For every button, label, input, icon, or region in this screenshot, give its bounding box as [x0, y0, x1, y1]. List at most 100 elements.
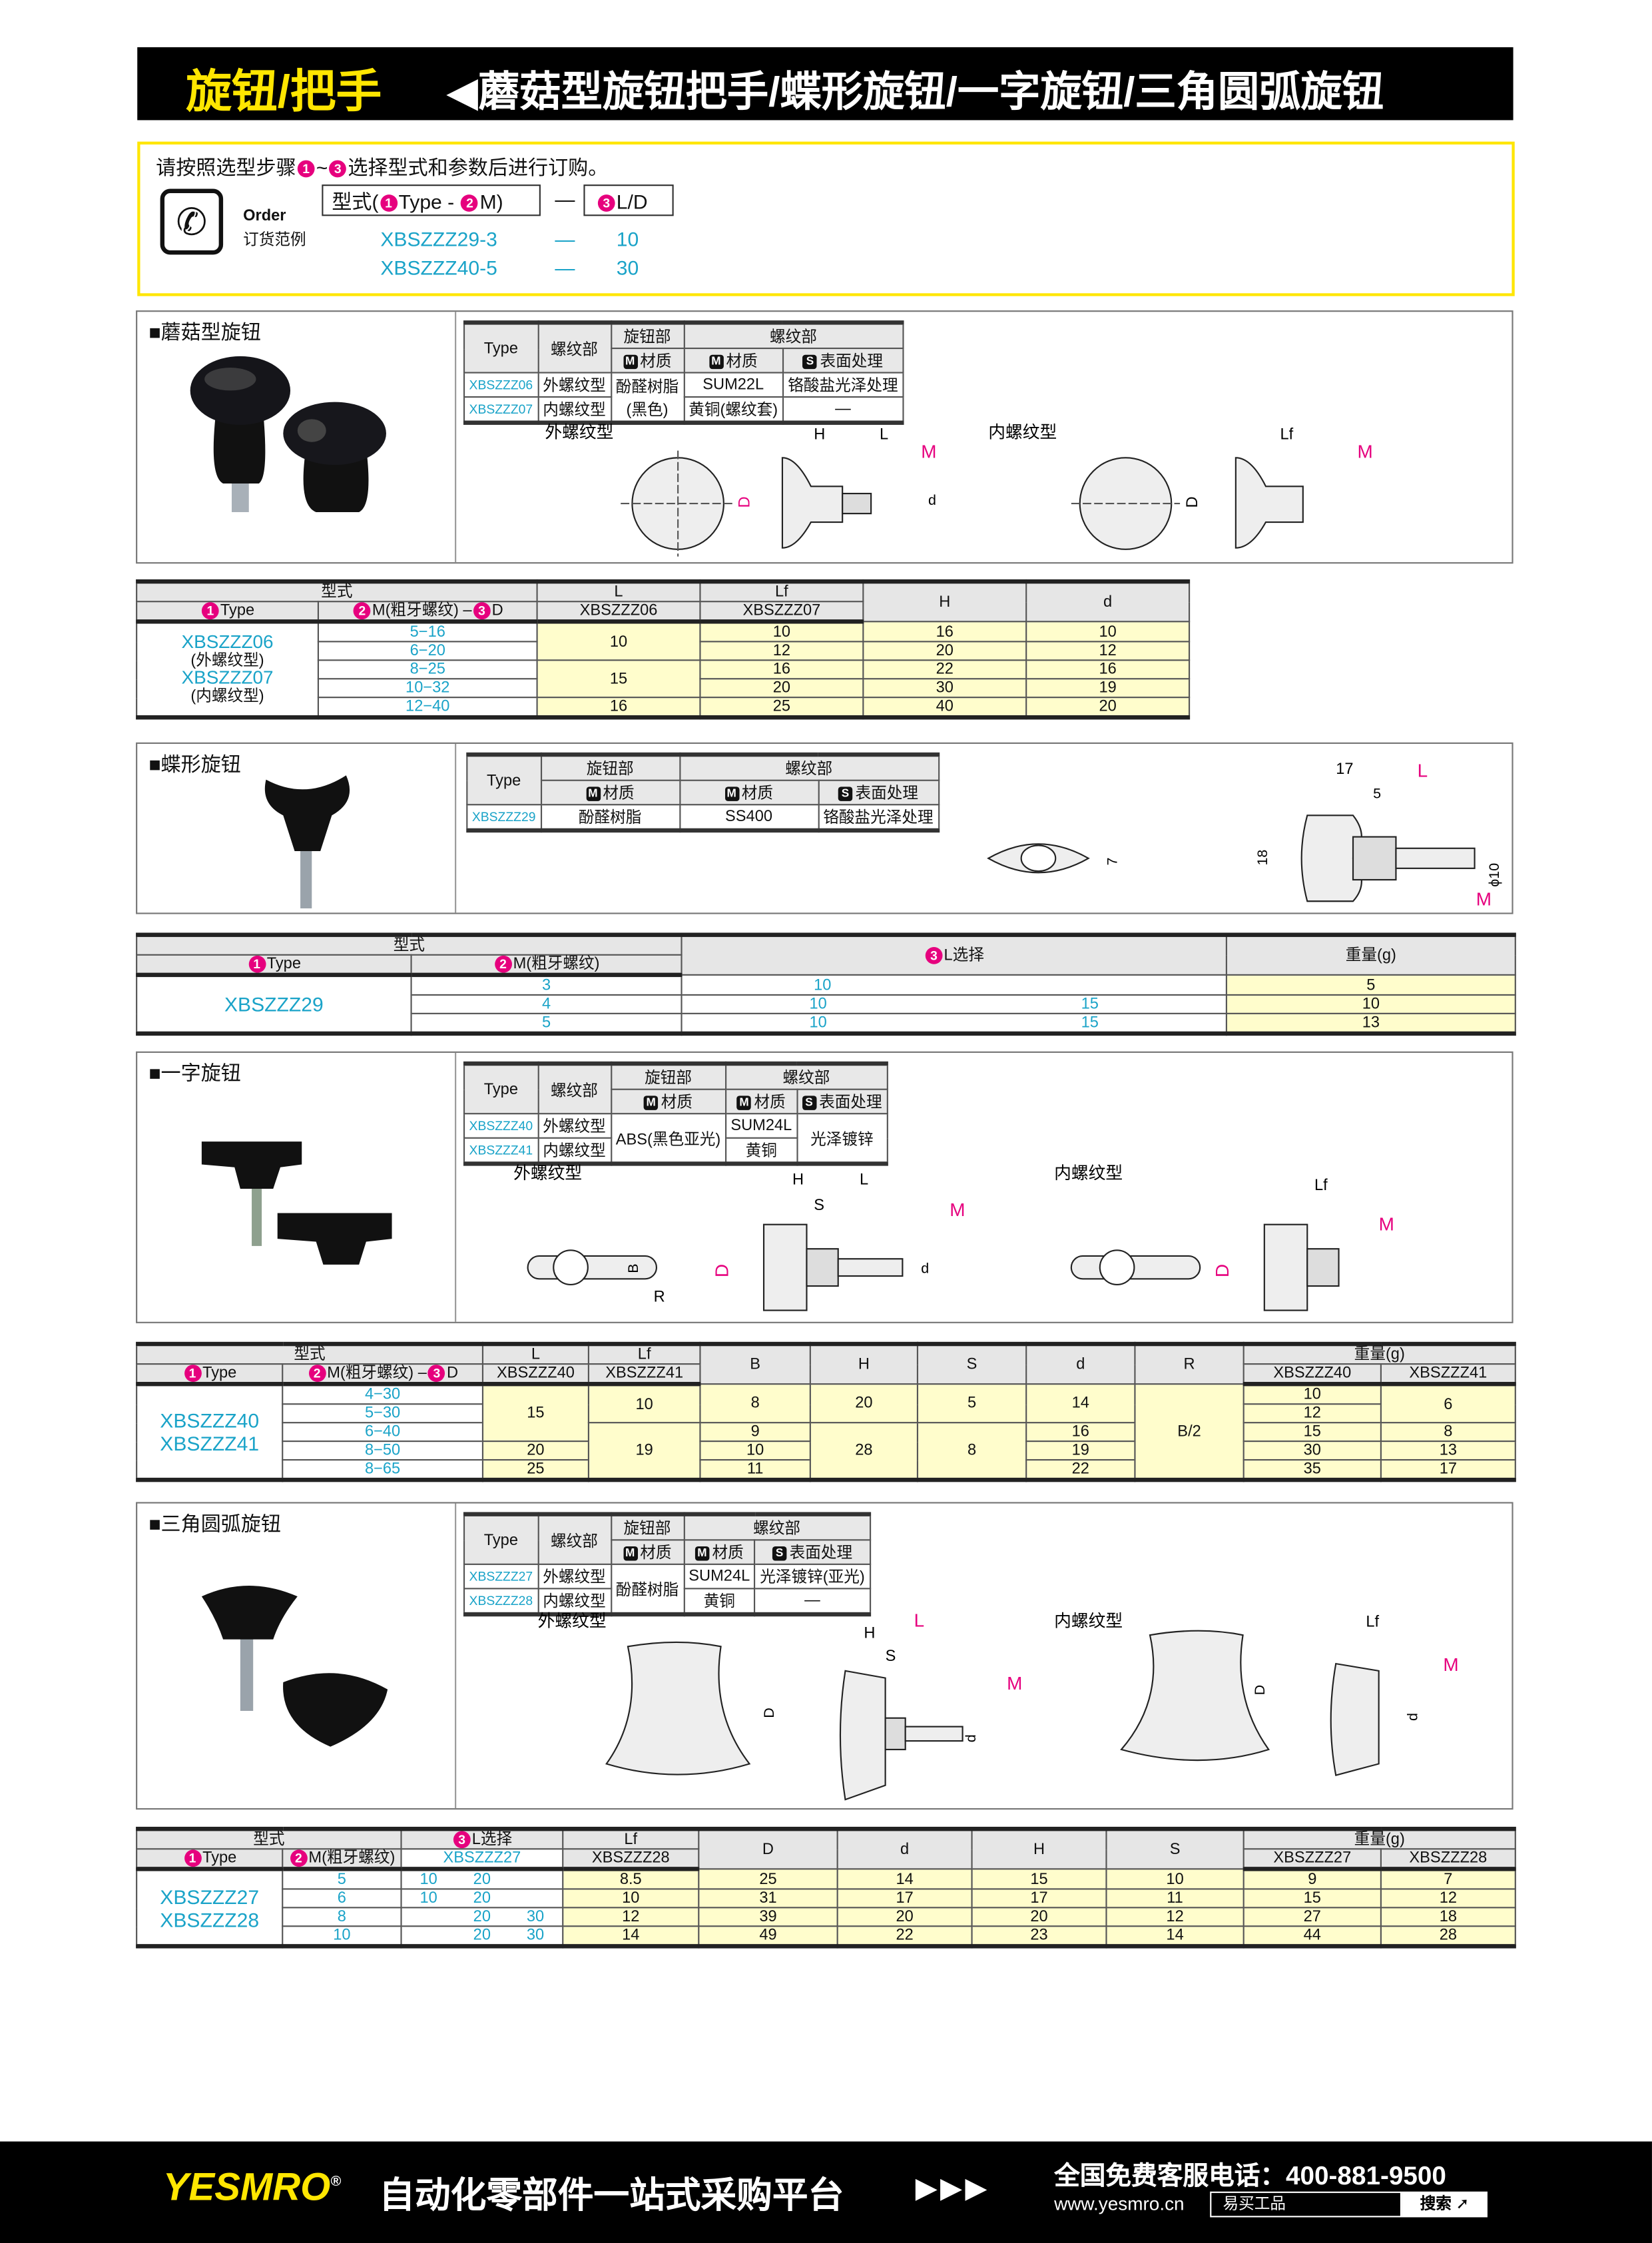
- Lf-cell: 10: [699, 621, 864, 643]
- text: M(粗牙螺纹): [308, 1849, 396, 1867]
- dim-B: B: [625, 1263, 641, 1273]
- S-cell: 8: [916, 1422, 1027, 1481]
- S-cell: 14: [1105, 1925, 1244, 1947]
- B-cell: 11: [699, 1459, 811, 1481]
- format-dash: —: [555, 187, 575, 210]
- header-d: d: [1025, 1343, 1136, 1385]
- header-model: 型式: [136, 1828, 402, 1850]
- website-link[interactable]: www.yesmro.cn: [1054, 2192, 1185, 2215]
- w2-cell: 12: [1380, 1888, 1516, 1909]
- text: 材质: [640, 1544, 672, 1562]
- d-cell: 16: [1025, 1422, 1136, 1442]
- w1-cell: 15: [1242, 1888, 1382, 1909]
- Lf-cell: 10: [587, 1383, 701, 1424]
- format-text: M): [479, 190, 503, 214]
- registered-mark: ®: [330, 2174, 342, 2190]
- dim-height: 18: [1254, 850, 1270, 866]
- section-title: ■一字旋钮: [148, 1061, 241, 1085]
- dim-S: S: [814, 1197, 824, 1214]
- search-button[interactable]: 搜索 ➚: [1402, 2191, 1488, 2218]
- dim-H: H: [792, 1171, 804, 1189]
- surface-icon: S: [802, 1096, 816, 1111]
- text: Type: [202, 1849, 237, 1867]
- section-title: ■蘑菇型旋钮: [148, 320, 261, 344]
- weight-cell: 35: [1242, 1459, 1382, 1481]
- external-thread-label: 外螺纹型: [513, 1163, 582, 1183]
- header-weight-sub: XBSZZZ40: [1242, 1363, 1382, 1387]
- type-cell: XBSZZZ29: [136, 974, 412, 1035]
- dim-R: R: [654, 1289, 665, 1306]
- footer-banner: YESMRO® 自动化零部件一站式采购平台 ▶▶▶ 全国免费客服电话：400-8…: [0, 2141, 1652, 2243]
- internal-thread-label: 内螺纹型: [1054, 1163, 1123, 1183]
- header-model: 型式: [136, 581, 538, 603]
- D-cell: 25: [698, 1868, 838, 1890]
- S-cell: 10: [1105, 1868, 1244, 1890]
- text: 材质: [754, 1094, 786, 1112]
- thread-material-cell: SS400: [679, 804, 819, 831]
- text: L选择: [944, 946, 984, 964]
- header-weight: 重量(g): [1225, 934, 1516, 976]
- wing-drawing: 外螺纹型 B R D H L S M d 内螺纹型 D Lf M: [513, 1163, 1394, 1311]
- surface-cell: —: [754, 1588, 871, 1616]
- search-input[interactable]: 易买工品: [1210, 2191, 1402, 2218]
- d-cell: 17: [836, 1888, 973, 1909]
- Lf-cell: 16: [699, 659, 864, 680]
- dim-H: H: [814, 426, 825, 443]
- type-cell: XBSZZZ06: [463, 372, 539, 398]
- butterfly-drawing: 7 18 17 5 L ϕ10 M: [987, 760, 1502, 910]
- text: D: [446, 1365, 459, 1382]
- header-text: 材质: [726, 353, 758, 371]
- dim-M: M: [1443, 1654, 1458, 1675]
- spec-header: 螺纹部: [724, 1062, 888, 1090]
- example-dash: —: [555, 227, 575, 250]
- type-cell: XBSZZZ06(外螺纹型)XBSZZZ07(内螺纹型): [136, 621, 320, 719]
- dim-M: M: [1379, 1213, 1394, 1234]
- text: 表面处理: [819, 1094, 882, 1112]
- thread-cell: 外螺纹型: [537, 1563, 612, 1590]
- thread-material-cell: SUM22L: [683, 372, 784, 398]
- dim-M: M: [1476, 889, 1492, 910]
- triangle-knob-photo: [201, 1586, 388, 1747]
- brand-logo: YESMRO®: [163, 2166, 341, 2210]
- header-weight-sub: XBSZZZ41: [1380, 1363, 1516, 1387]
- dim-Lf: Lf: [1314, 1177, 1328, 1194]
- mushroom-knob-photo: [190, 356, 386, 512]
- L-option: [414, 1927, 443, 1945]
- header-weight: 重量(g): [1242, 1343, 1516, 1365]
- phone-icon: ✆: [160, 188, 224, 255]
- weight-cell: 10: [1242, 1383, 1382, 1405]
- H-cell: 22: [862, 659, 1027, 680]
- S-cell: 11: [1105, 1888, 1244, 1909]
- L-option: [414, 1909, 443, 1926]
- spec-header: 螺纹部: [679, 753, 940, 781]
- product-panel: ■三角圆弧旋钮: [137, 1503, 457, 1809]
- L-option: 30: [526, 1908, 545, 1926]
- header-weight-sub: XBSZZZ28: [1380, 1848, 1516, 1872]
- format-text: Type -: [398, 190, 460, 214]
- d-cell: 12: [1025, 641, 1191, 661]
- type-cell: XBSZZZ29: [466, 804, 542, 831]
- H-cell: 16: [862, 621, 1027, 643]
- d-cell: 20: [1025, 697, 1191, 719]
- header-weight: 重量(g): [1242, 1828, 1516, 1850]
- w1-cell: 27: [1242, 1907, 1382, 1927]
- header-B: B: [699, 1343, 811, 1385]
- Lf-cell: 19: [587, 1422, 701, 1481]
- type-cell: XBSZZZ28: [463, 1588, 539, 1616]
- thread-cell: 内螺纹型: [537, 1137, 612, 1165]
- L-option: 10: [809, 996, 827, 1013]
